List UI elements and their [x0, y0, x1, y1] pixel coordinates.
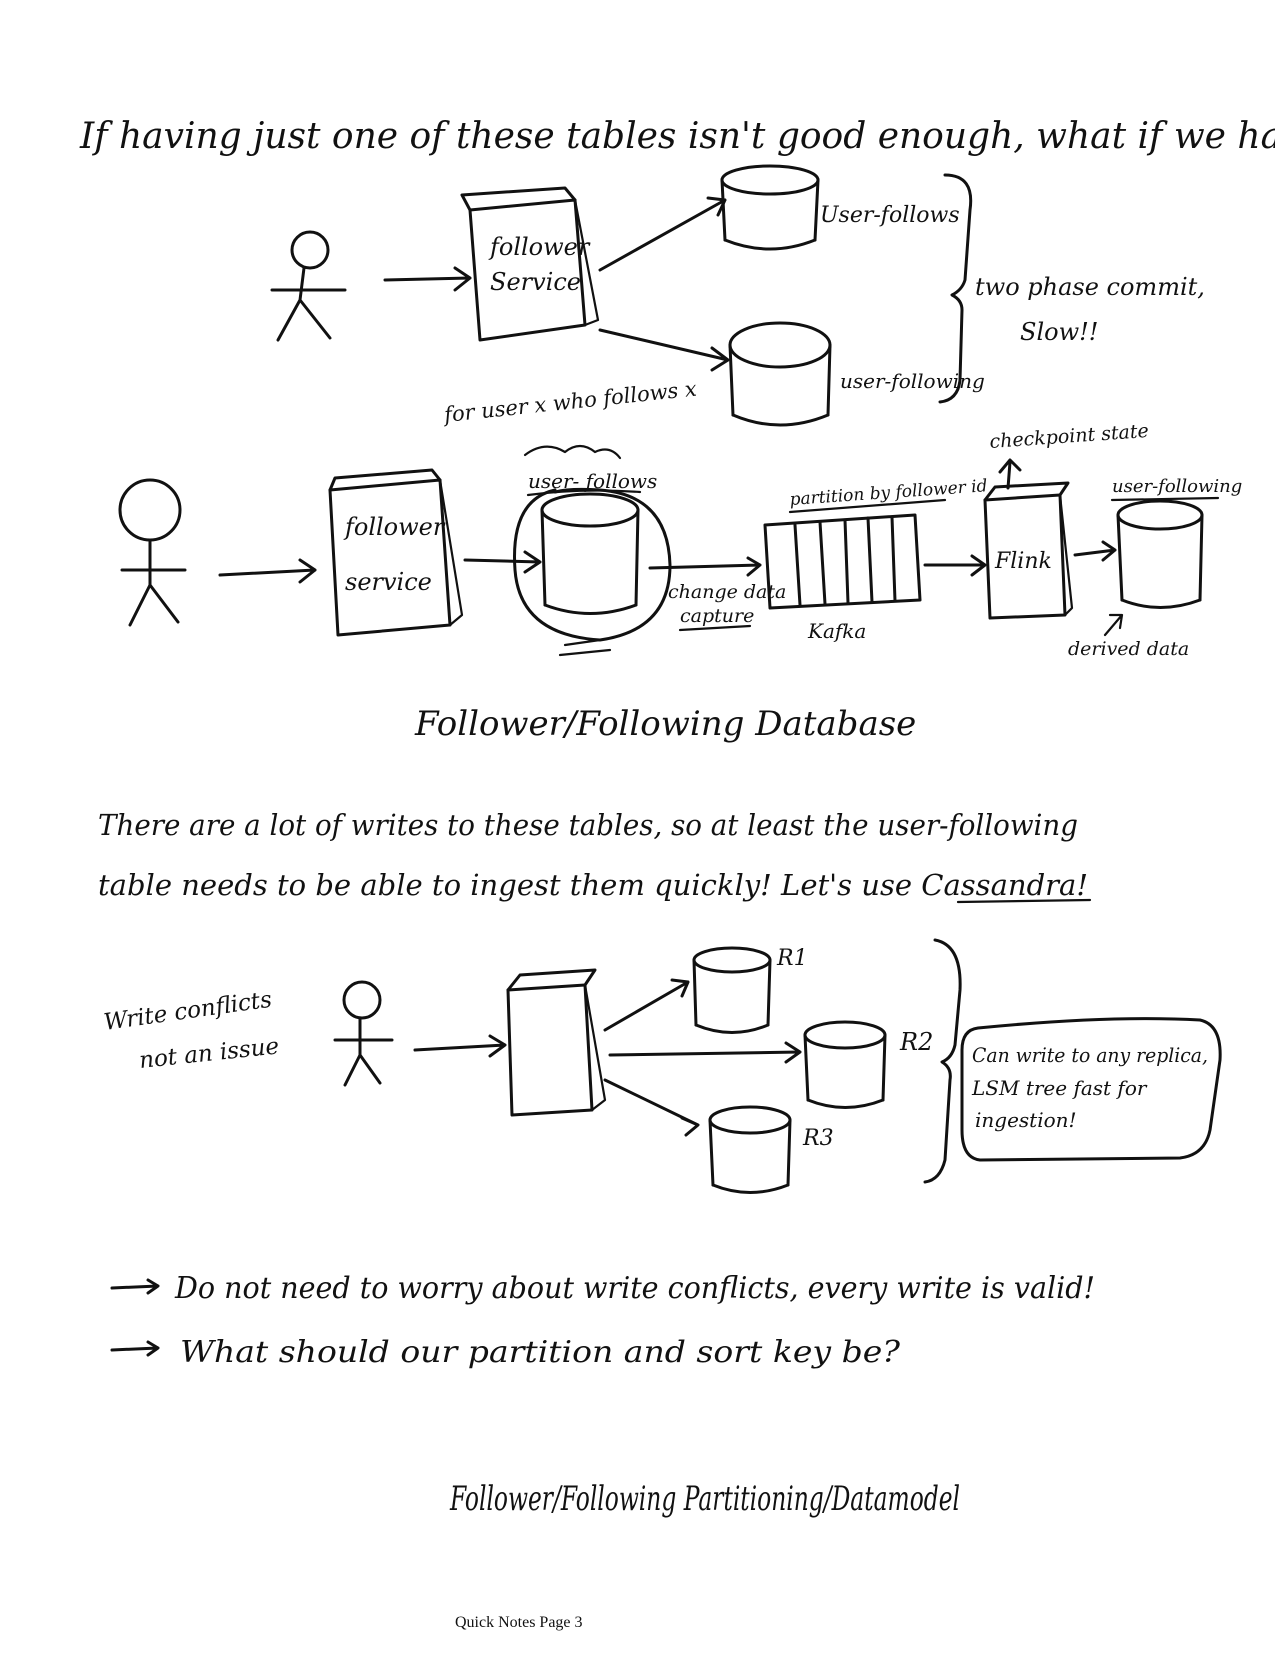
- side-note-line-1: Write conflicts: [102, 987, 273, 1036]
- service-label-1b: Service: [490, 268, 581, 296]
- brace-2: [923, 938, 962, 1184]
- page-title: If having just one of these tables isn't…: [79, 116, 1275, 157]
- arrow-to-user-following: [598, 328, 730, 372]
- arrow-derived-note: [1103, 613, 1124, 637]
- replica-r1: [692, 946, 772, 1034]
- label-r2: R2: [899, 1028, 933, 1056]
- diagram-cdc-pipeline: follower service user- follows change da…: [118, 420, 1242, 660]
- note-box: [960, 1017, 1222, 1162]
- coordinator-box: [506, 968, 607, 1117]
- note-box-line-2: LSM tree fast for: [971, 1076, 1148, 1100]
- note-box-line-1: Can write to any replica,: [972, 1043, 1208, 1067]
- user-stick-figure-2: [118, 478, 187, 627]
- label-change-data: change data: [668, 581, 786, 603]
- arrow-service-to-db: [463, 550, 542, 574]
- label-user-following-derived: user-following: [1112, 476, 1242, 497]
- underline-capture: [678, 624, 752, 632]
- arrow-flink-to-db: [1073, 540, 1117, 562]
- label-capture: capture: [680, 605, 754, 627]
- arrow-to-r2: [608, 1041, 802, 1064]
- label-r1: R1: [776, 946, 808, 971]
- underline-partition: [788, 498, 947, 514]
- paragraph-line-2: table needs to be able to ingest them qu…: [98, 868, 1088, 902]
- bullet-text-1: Do not need to worry about write conflic…: [174, 1271, 1095, 1306]
- db-user-following-derived: [1116, 499, 1204, 609]
- arrow-to-r3: [603, 1078, 700, 1137]
- db-label-user-following: user-following: [840, 369, 985, 393]
- replica-r3: [708, 1105, 792, 1194]
- arrow-to-r1: [603, 978, 690, 1032]
- heading-database: Follower/Following Database: [414, 704, 916, 744]
- arrow-user-to-service-1: [383, 266, 472, 292]
- note-box-line-3: ingestion!: [975, 1108, 1077, 1132]
- underline-user-following: [1110, 496, 1220, 502]
- arrow-user-to-coordinator: [413, 1034, 507, 1058]
- label-derived-data: derived data: [1068, 638, 1189, 660]
- bullet-arrow-2: [110, 1340, 160, 1357]
- bullet-text-2: What should our partition and sort key b…: [180, 1335, 901, 1370]
- flink-box: [983, 481, 1074, 620]
- db-user-follows-circled: [513, 487, 672, 657]
- arrow-kafka-to-flink: [923, 554, 987, 577]
- note-slow: Slow!!: [1020, 318, 1098, 346]
- kafka-topic: [763, 513, 922, 610]
- underline-cassandra: [956, 898, 1092, 904]
- note-two-phase-commit: two phase commit,: [975, 273, 1205, 301]
- arrow-checkpoint: [998, 458, 1022, 490]
- label-flink: Flink: [994, 549, 1052, 574]
- user-stick-figure-1: [270, 230, 347, 342]
- scribble-mark: [523, 444, 622, 460]
- side-note-line-2: not an issue: [138, 1033, 280, 1074]
- brace-1: [938, 173, 973, 404]
- diagram-two-phase-commit: follower Service User-follows user-follo…: [270, 164, 1205, 428]
- service-label-1a: follower: [488, 233, 591, 261]
- paragraph-line-1: There are a lot of writes to these table…: [98, 808, 1078, 842]
- label-checkpoint-state: checkpoint state: [989, 420, 1150, 453]
- service-label-2a: follower: [343, 513, 446, 541]
- annotation-user-x: for user x who follows x: [441, 377, 698, 428]
- label-kafka: Kafka: [807, 619, 866, 643]
- follower-service-box-2: [328, 468, 464, 637]
- arrow-user-to-service-2: [218, 558, 317, 584]
- arrow-to-user-follows: [598, 196, 727, 272]
- user-stick-figure-3: [333, 980, 394, 1087]
- db-user-following-1: [728, 321, 832, 427]
- service-label-2b: service: [345, 568, 432, 596]
- arrow-db-to-kafka: [648, 556, 762, 577]
- label-r3: R3: [802, 1126, 834, 1151]
- replica-r2: [803, 1020, 887, 1109]
- diagram-cassandra-replicas: Write conflicts not an issue R1 R2: [102, 938, 1222, 1194]
- bullet-arrow-1: [110, 1278, 160, 1295]
- follower-service-box-1: [460, 186, 600, 342]
- page-footer: Quick Notes Page 3: [455, 1614, 583, 1631]
- db-label-user-follows: User-follows: [820, 203, 960, 228]
- db-user-follows-1: [720, 164, 820, 251]
- heading-partitioning: Follower/Following Partitioning/Datamode…: [449, 1479, 960, 1519]
